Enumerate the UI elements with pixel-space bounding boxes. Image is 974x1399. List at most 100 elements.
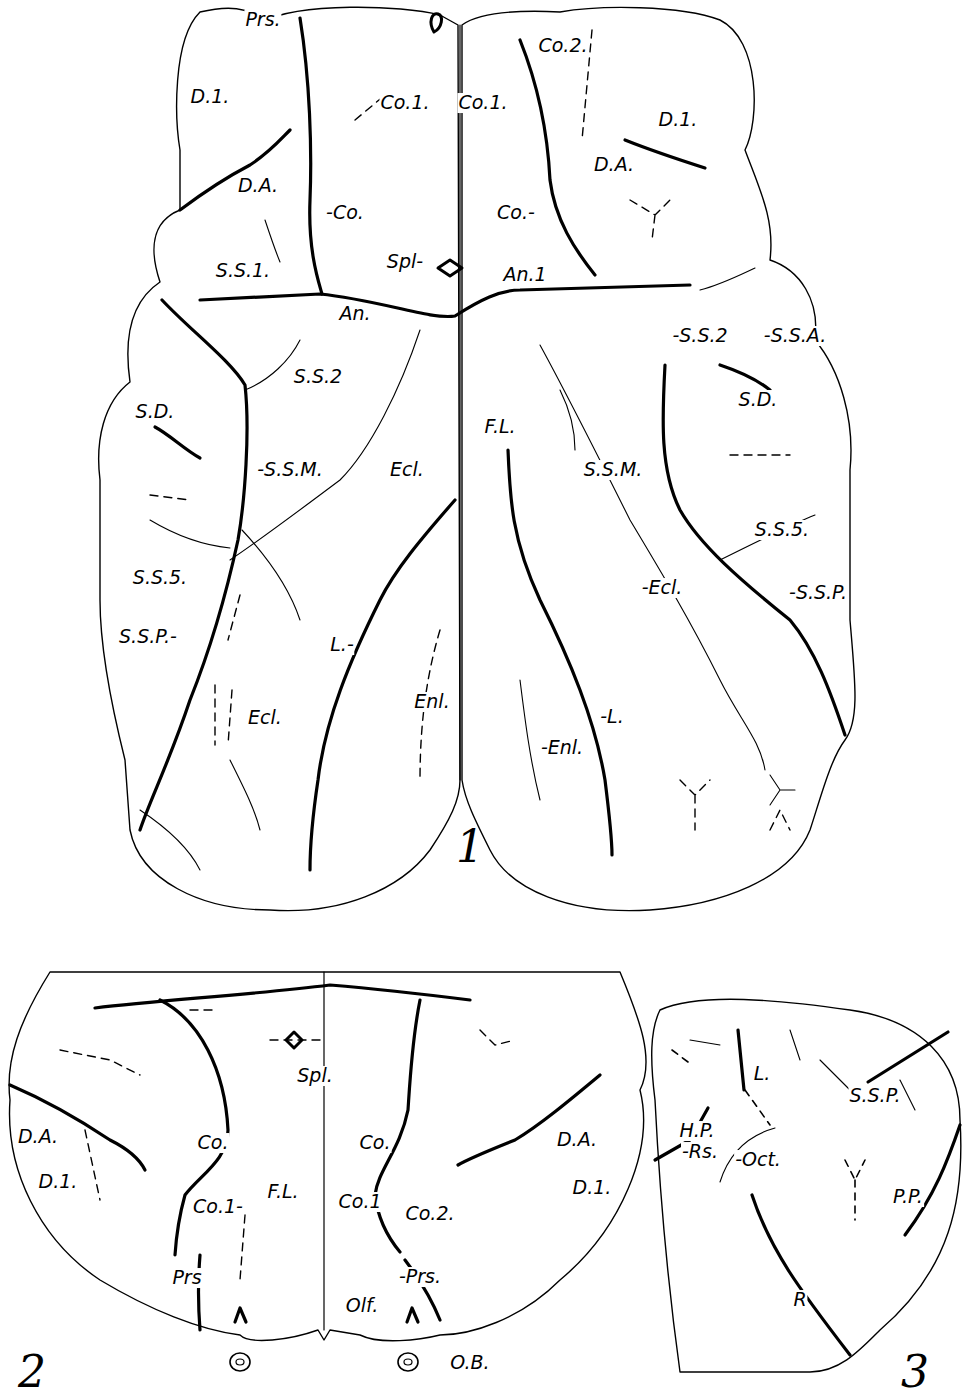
sulcus [230, 760, 260, 830]
dashed-sulcus [680, 780, 710, 830]
sulcus [265, 220, 280, 262]
sulcus-label: Olf. [345, 1296, 380, 1316]
sulcus [407, 1308, 418, 1322]
dashed-sulcus [240, 1215, 245, 1280]
sulcus [690, 1040, 720, 1045]
sulcus-label: Ecl. [389, 460, 425, 480]
sulcus-group [140, 14, 845, 870]
sulcus-label: -S.S.M. [256, 460, 324, 480]
sulcus-label: -Ecl. [641, 578, 684, 598]
sulcus [155, 427, 200, 458]
sulcus-label: D.A. [17, 1127, 59, 1147]
olfactory-bulb [404, 1359, 412, 1365]
sulcus-group [690, 1030, 915, 1182]
sulcus [230, 330, 420, 560]
splenial-mark [438, 260, 462, 276]
sulcus-label: D.1. [658, 110, 699, 130]
sulcus-label: D.A. [237, 176, 279, 196]
sulcus [245, 340, 300, 390]
sulcus-label: S.D. [135, 402, 176, 422]
sulcus-label: Co.1. [457, 93, 508, 113]
sulcus [752, 1195, 850, 1355]
dashed-sulcus [730, 454, 790, 455]
sulcus-label: -L. [599, 707, 624, 727]
sulcus-label: F.L. [483, 417, 516, 437]
sulcus-label: Co.1. [379, 93, 430, 113]
sulcus-label: S.S.1. [215, 261, 271, 281]
sulcus [720, 365, 770, 390]
sulcus [199, 1255, 201, 1330]
sulcus [905, 1125, 960, 1235]
sulcus [625, 140, 705, 168]
dashed-sulcus [150, 495, 190, 500]
sulcus-label: R [792, 1290, 807, 1310]
dashed-sulcus [270, 1039, 320, 1040]
dashed-sulcus [770, 810, 790, 830]
dashed-sulcus [228, 595, 240, 640]
sulcus-label: Spl. [296, 1066, 333, 1086]
hemisphere-outline [462, 7, 855, 910]
sulcus-label: Ecl. [247, 708, 283, 728]
sulcus-label: D.1. [190, 87, 231, 107]
dashed-sulcus [672, 1050, 692, 1065]
sulcus [140, 300, 247, 830]
sulcus [700, 268, 755, 290]
sulcus [738, 1030, 744, 1090]
sulcus-label: S.D. [738, 390, 779, 410]
sulcus [540, 345, 765, 770]
midline [459, 25, 460, 780]
sulcus [663, 365, 845, 735]
sulcus-label: S.S.2 [293, 367, 343, 387]
sulcus [790, 1030, 850, 1090]
sulcus [560, 390, 575, 450]
dashed-sulcus [845, 1160, 865, 1220]
sulcus-group [60, 1010, 515, 1280]
sulcus-label: -S.S.A. [763, 326, 827, 346]
sulcus [900, 1080, 915, 1110]
figure-number: 3 [900, 1349, 930, 1395]
brain-outline [9, 972, 646, 1341]
sulcus [10, 1085, 145, 1170]
sulcus-label: D.1. [38, 1172, 79, 1192]
sulcus-label: Prs [171, 1268, 202, 1288]
sulcus-label: O.B. [449, 1353, 490, 1373]
splenial-mark [286, 1032, 302, 1048]
sulcus-label: -S.S.2 [671, 326, 728, 346]
sulcus-label: S.S.M. [583, 460, 644, 480]
olfactory-bulb [398, 1353, 418, 1371]
sulcus-label: -Prs. [398, 1267, 442, 1287]
sulcus-label: L.- [329, 635, 354, 655]
sulcus [140, 810, 200, 870]
sulcus [180, 130, 290, 210]
sulcus-group [10, 985, 600, 1330]
sulcus-label: S.S.P. [848, 1086, 901, 1106]
sulcus-label: Co.2. [404, 1204, 455, 1224]
sulcus-label: D.A. [593, 155, 635, 175]
sulcus [300, 18, 322, 294]
sulcus-label: -Rs. [681, 1142, 719, 1162]
sulcus-label: H.P. [678, 1121, 715, 1141]
brain-outline [652, 999, 961, 1372]
sulcus-label: Co.1 [337, 1192, 382, 1212]
sulcus [770, 775, 795, 805]
figure-number: 1 [455, 824, 485, 870]
sulcus-label: -S.S.P. [788, 583, 848, 603]
figure-number: 2 [17, 1349, 47, 1395]
sulcus-label: Co.2. [537, 36, 588, 56]
sulcus-group [150, 30, 790, 830]
dashed-sulcus [745, 1090, 770, 1125]
sulcus [95, 985, 470, 1008]
sulcus-label: S.S.5. [754, 520, 810, 540]
sulcus-label: S.S.P.- [118, 627, 178, 647]
sulcus-label: P.P. [892, 1187, 924, 1207]
sulcus-label: -Oct. [734, 1150, 782, 1170]
sulcus-label: Co.1- [192, 1197, 244, 1217]
sulcus-group [672, 1050, 865, 1220]
sulcus-label: Co. [359, 1133, 392, 1153]
sulcus [458, 1075, 600, 1165]
sulcus-label: L. [753, 1064, 772, 1084]
dashed-sulcus [630, 200, 670, 240]
sulcus-group [655, 1030, 960, 1355]
